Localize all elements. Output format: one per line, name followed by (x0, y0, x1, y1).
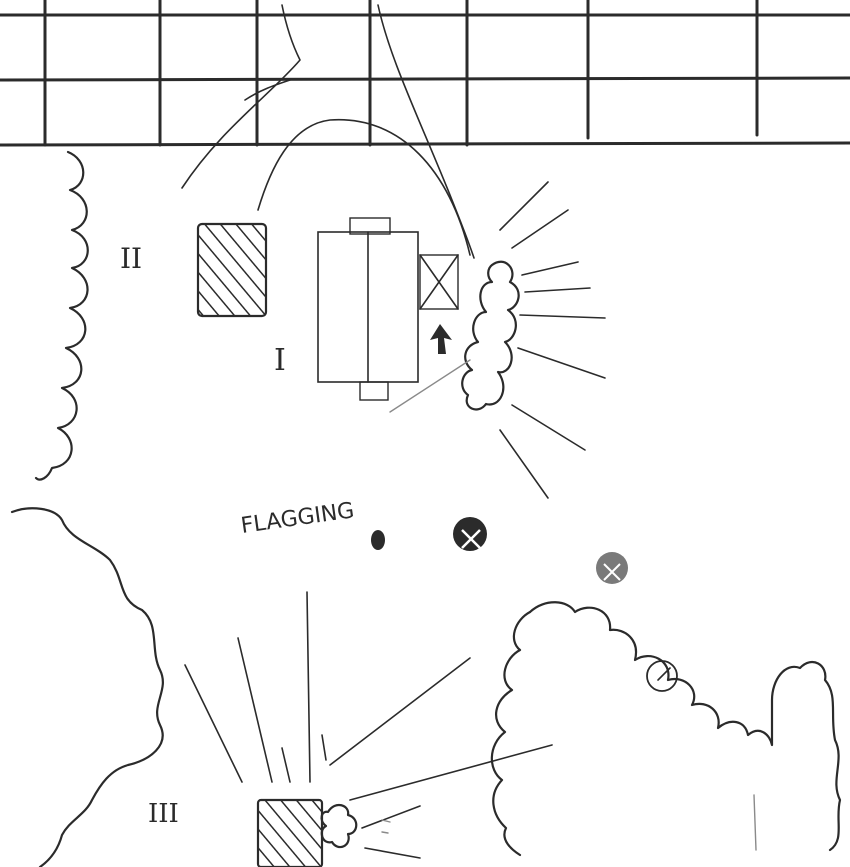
flag-marker-icon (371, 530, 385, 550)
top-grid (0, 0, 850, 145)
block-two: II (120, 224, 266, 316)
tree-symbol-icon (596, 552, 628, 584)
north-arrow-icon (430, 324, 452, 354)
block-one-label: I (274, 343, 286, 378)
block-three-label: III (148, 799, 179, 829)
path-lines (182, 5, 474, 258)
block-three: III (148, 592, 756, 867)
bush-right-of-building (390, 182, 605, 498)
block-two-label: II (120, 242, 142, 275)
lower-left-hedge (12, 508, 163, 867)
tree-symbol-icon (453, 517, 487, 551)
block-one: I (274, 218, 458, 400)
left-hedge (36, 152, 88, 480)
large-tree-cluster (492, 602, 840, 855)
flagging-area: FLAGGING (239, 498, 628, 584)
flagging-label: FLAGGING (239, 498, 356, 539)
